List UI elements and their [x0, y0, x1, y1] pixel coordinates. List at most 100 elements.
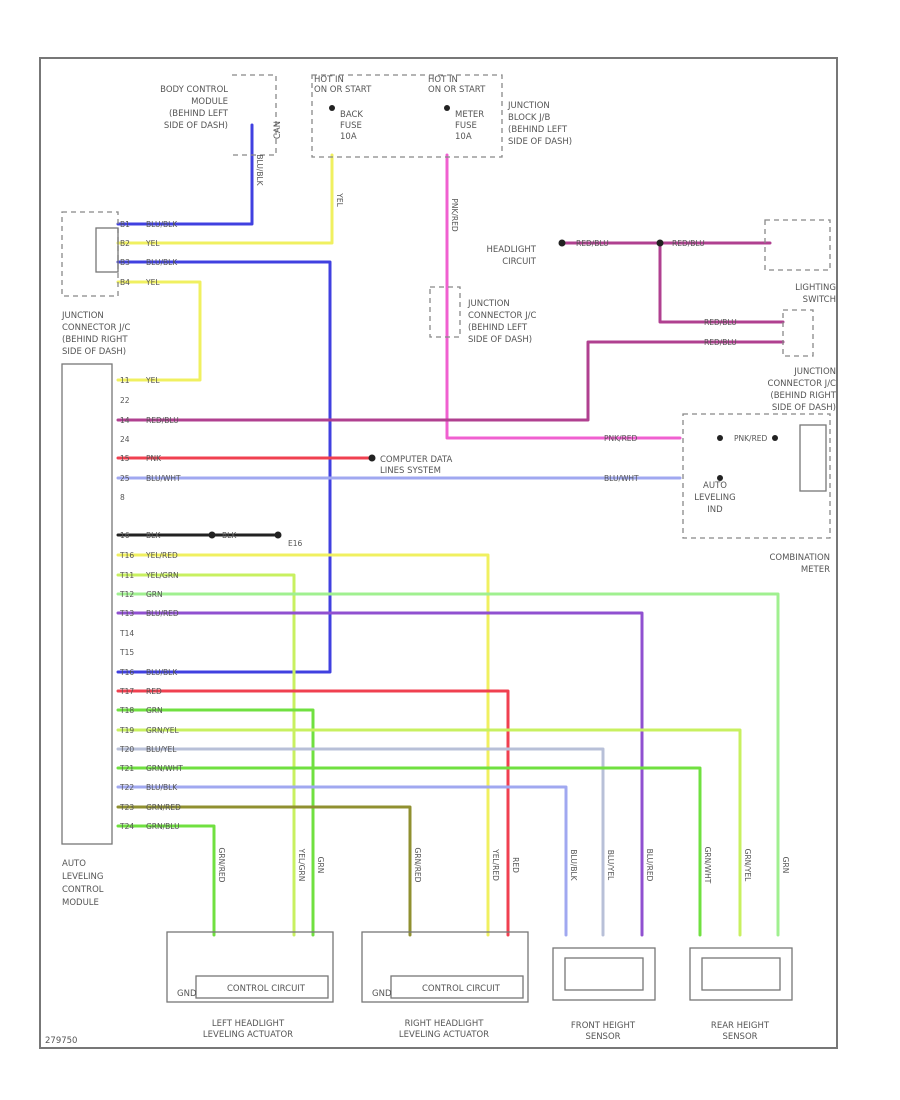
wire-grn-blu-left — [116, 824, 216, 937]
wl-hc2: RED/BLU — [672, 239, 705, 248]
rear-sensor-inner — [701, 957, 781, 991]
fuse2-label-line-0: METER — [455, 110, 484, 120]
module-pin-22: T24 — [119, 822, 134, 831]
fuse1-label-line-2: 10A — [340, 132, 357, 142]
blk-b-label: BLK — [222, 531, 237, 540]
module-pin-14: T16 — [119, 668, 134, 677]
front-sensor-label-line-1: SENSOR — [585, 1032, 620, 1042]
module-pin-15: T17 — [119, 687, 134, 696]
hot2-label-line-1: ON OR START — [428, 85, 486, 95]
splice-meter-1 — [717, 435, 723, 441]
left-gnd: GND — [177, 989, 197, 999]
lighting-switch-top — [764, 219, 831, 271]
front-sensor-outline — [552, 947, 656, 1001]
wire-blu-blk-front — [116, 785, 568, 937]
module-pin-6: 8 — [120, 493, 125, 502]
wl-pnk: PNK/RED — [450, 198, 459, 232]
jb-label-line-0: JUNCTION — [507, 101, 550, 111]
module-pin-10: T12 — [119, 590, 134, 599]
jb-label-line-2: (BEHIND LEFT — [508, 125, 568, 135]
wl-right-b: YEL/RED — [491, 848, 500, 881]
module-pin-color-22: GRN/BLU — [146, 822, 180, 831]
top-pin-2: B3 — [120, 258, 130, 267]
module-pin-color-21: GRN/RED — [146, 803, 181, 812]
right-actuator-label-line-0: RIGHT HEADLIGHT — [405, 1019, 485, 1029]
headlight-circuit-label-line-0: HEADLIGHT — [486, 245, 536, 255]
junction-block-outline — [311, 74, 503, 158]
combination-meter-outline — [682, 413, 831, 539]
wl-bcm: BLU/BLK — [255, 154, 264, 186]
right-actuator-label-line-1: LEVELING ACTUATOR — [399, 1030, 489, 1040]
module-label-line-1: LEVELING — [62, 872, 103, 882]
module-pin-9: T11 — [119, 571, 134, 580]
module-pin-color-16: GRN — [146, 706, 163, 715]
rear-sensor-label-line-0: REAR HEIGHT — [711, 1021, 770, 1031]
left-actuator-outline — [166, 931, 334, 1003]
module-label-line-2: CONTROL — [62, 885, 104, 895]
wl-rear-c: GRN — [781, 857, 790, 874]
module-pin-color-18: BLU/YEL — [146, 745, 177, 754]
right-control-circuit: CONTROL CIRCUIT — [422, 984, 501, 994]
wire-fuse-yel — [116, 153, 334, 245]
jc-mid-label-line-0: JUNCTION — [467, 299, 510, 309]
module-pin-20: T22 — [119, 783, 134, 792]
top-pin-color-1: YEL — [145, 239, 160, 248]
module-pin-color-0: YEL — [145, 376, 160, 385]
wire-ls-red-blu — [116, 340, 785, 422]
jc-left-inner — [95, 227, 119, 273]
wire-grn-wht-rear — [116, 766, 702, 937]
jc-left-label-line-1: CONNECTOR J/C — [62, 323, 131, 333]
module-pin-8: T16 — [119, 551, 134, 560]
module-pin-color-8: YEL/RED — [145, 551, 178, 560]
wire-b4-yel — [116, 280, 202, 382]
jc-left-label-line-2: (BEHIND RIGHT — [62, 335, 128, 345]
splice-computer — [368, 454, 376, 462]
splice-blk-1 — [208, 531, 216, 539]
splice-meter-2 — [772, 435, 778, 441]
top-pin-color-2: BLU/BLK — [146, 258, 178, 267]
left-actuator-inner — [195, 975, 329, 999]
front-sensor-inner — [564, 957, 644, 991]
lighting-switch-label-line-0: LIGHTING — [795, 283, 836, 293]
module-pin-19: T21 — [119, 764, 134, 773]
left-actuator-label-line-0: LEFT HEADLIGHT — [212, 1019, 285, 1029]
wl-ls2: RED/BLU — [704, 338, 737, 347]
jc-left-outline — [61, 211, 119, 297]
right-gnd: GND — [372, 989, 392, 999]
module-pin-11: T13 — [119, 609, 134, 618]
module-pin-color-19: GRN/WHT — [146, 764, 183, 773]
splice-meter-3 — [717, 475, 723, 481]
module-pin-color-4: PNK — [146, 454, 162, 463]
wl-right-c: RED — [511, 857, 520, 873]
module-pin-color-5: BLU/WHT — [146, 474, 181, 483]
wire-red-right — [116, 689, 510, 937]
jb-label-line-3: SIDE OF DASH) — [508, 137, 572, 147]
wires — [116, 123, 785, 937]
wl-left-c: GRN — [316, 857, 325, 874]
fuse1-label-line-1: FUSE — [340, 121, 362, 131]
module-pin-color-2: RED/BLU — [146, 416, 179, 425]
wl-cm3: PNK/RED — [734, 434, 768, 443]
wire-grn-left — [116, 708, 315, 937]
wire-grn-red-right — [116, 805, 412, 937]
module-pin-2: 14 — [120, 416, 130, 425]
jc-mid-label-line-1: CONNECTOR J/C — [468, 311, 537, 321]
module-pin-17: T19 — [119, 726, 134, 735]
module-pin-color-10: GRN — [146, 590, 163, 599]
e16-label: E16 — [288, 539, 303, 548]
splice-headlight-branch — [656, 239, 664, 247]
splice-headlight — [558, 239, 566, 247]
top-pin-color-3: YEL — [145, 278, 160, 287]
top-pin-0: B1 — [120, 220, 130, 229]
combination-meter-label-line-0: COMBINATION — [769, 553, 830, 563]
right-actuator-outline — [361, 931, 529, 1003]
wire-bcm-blu-blk — [116, 123, 254, 226]
auto-leveling-label-line-2: IND — [707, 505, 723, 515]
wl-ls1: RED/BLU — [704, 318, 737, 327]
jc-left-label-line-3: SIDE OF DASH) — [62, 347, 126, 357]
bcm-label-line-2: (BEHIND LEFT — [169, 109, 229, 119]
wl-front-c: BLU/RED — [645, 849, 654, 882]
module-pin-21: T23 — [119, 803, 134, 812]
wl-left-a: GRN/RED — [217, 848, 226, 883]
